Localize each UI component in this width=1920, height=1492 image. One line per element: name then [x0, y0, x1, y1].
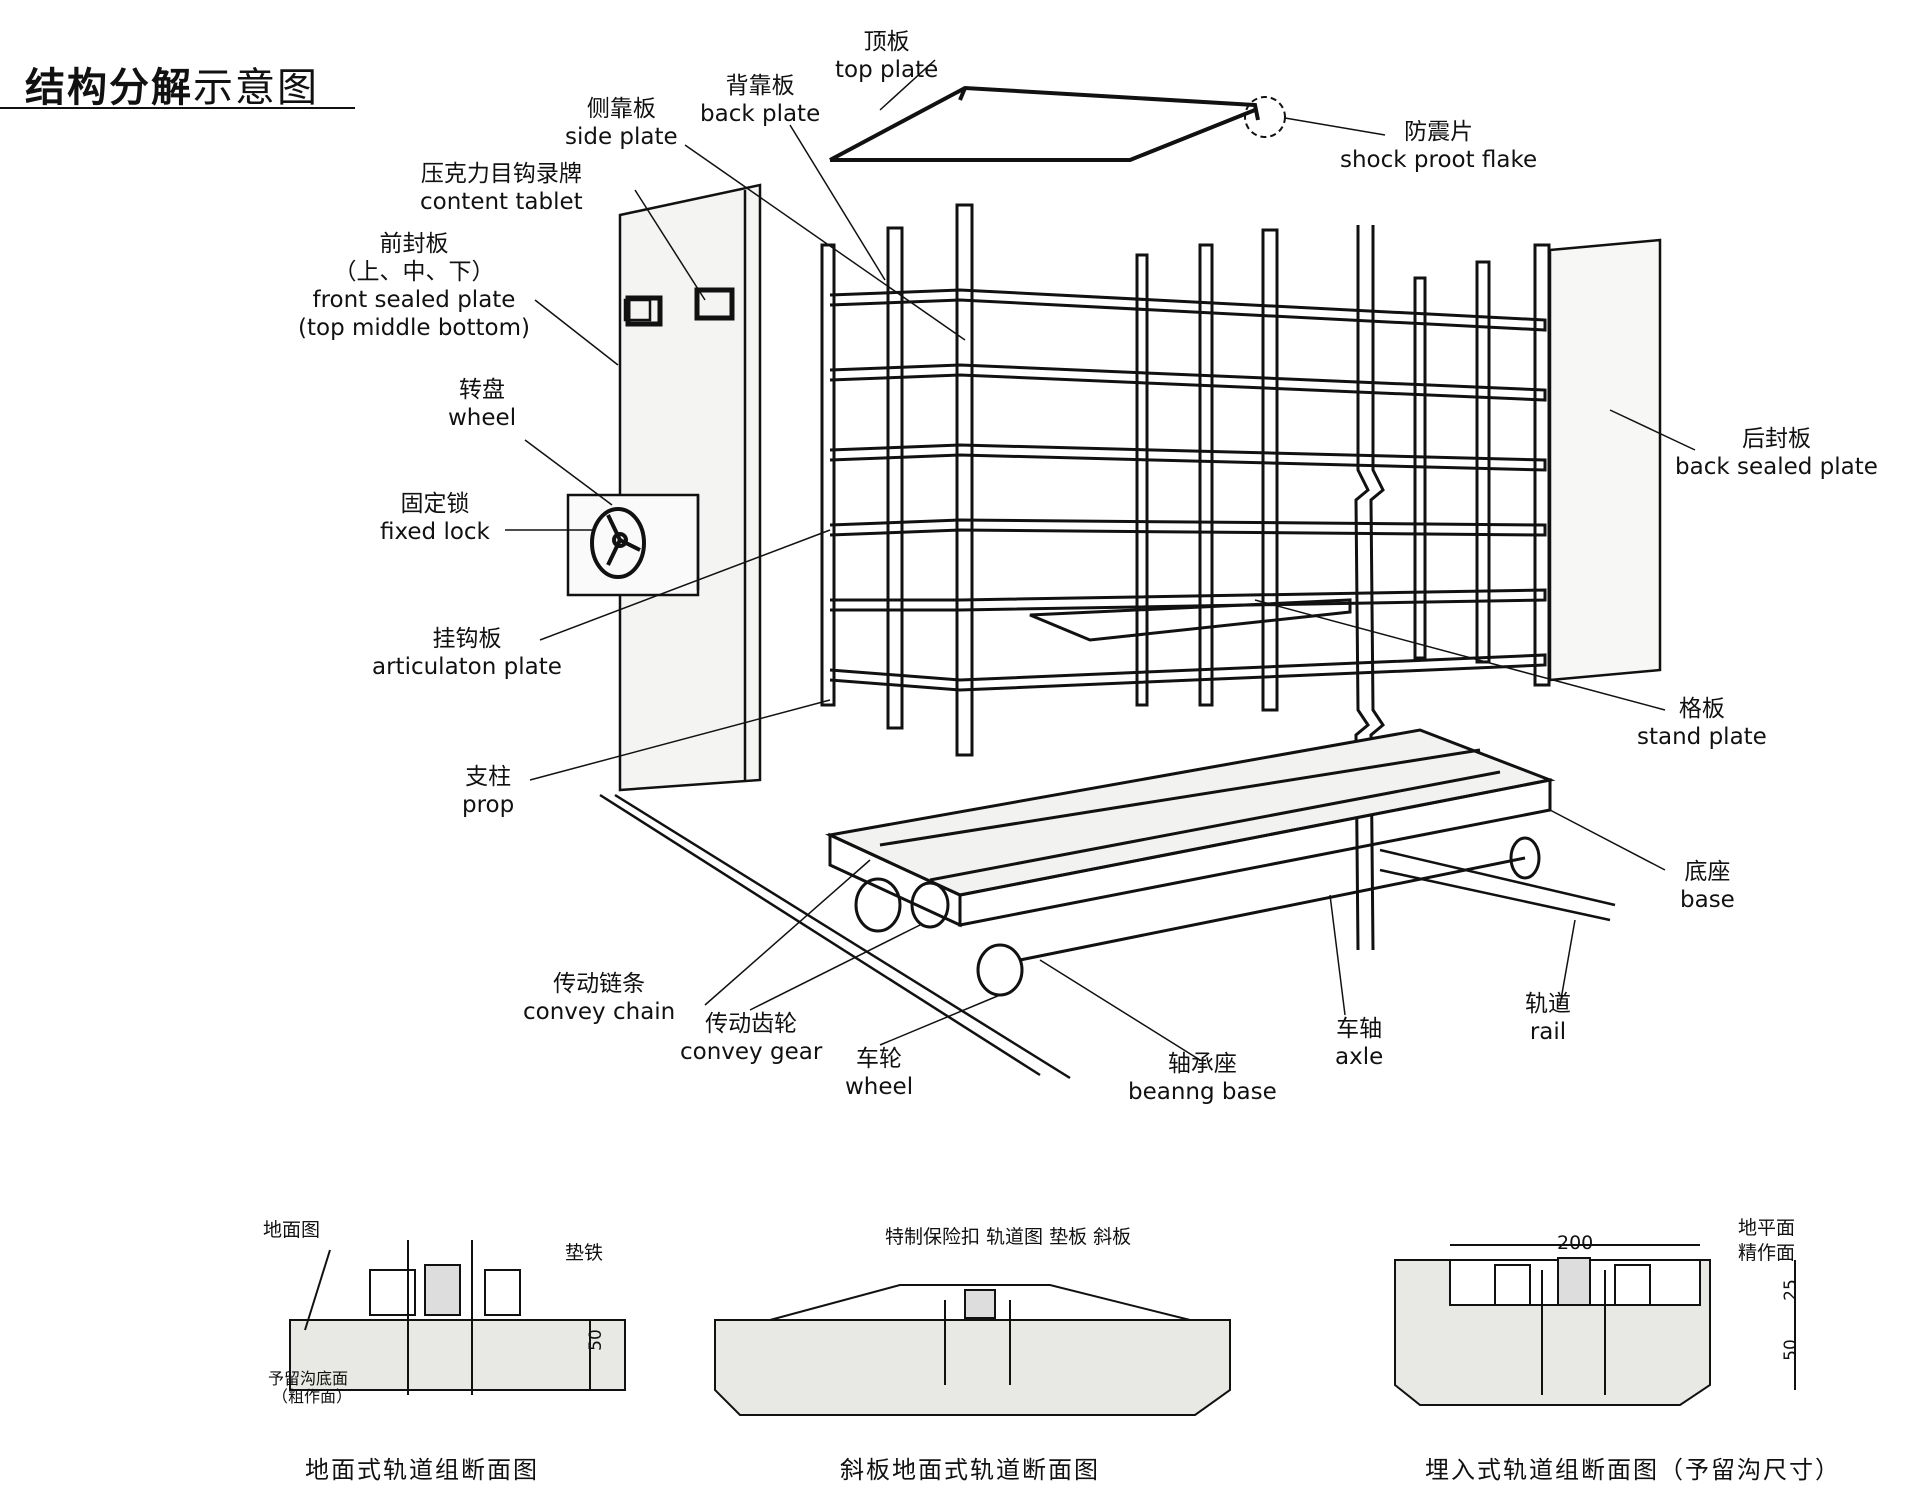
right-floor-label2: 精作面: [1738, 1242, 1796, 1264]
leader-lines: [505, 59, 1696, 1061]
left-trench-label: 予留沟底面: [268, 1369, 349, 1388]
shelves: [829, 288, 1547, 692]
front-sealed-panel: [566, 183, 762, 792]
handwheel-graphic: [590, 507, 646, 579]
left-section-caption: 地面式轨道组断面图: [305, 1456, 539, 1484]
right-dim1: 25: [1780, 1279, 1801, 1301]
right-dim2: 50: [1780, 1339, 1801, 1361]
right-section: [1394, 1244, 1796, 1406]
floor-rails: [599, 793, 1616, 1080]
back-sealed-plate: [1548, 238, 1662, 682]
middle-section: [714, 1284, 1231, 1416]
title-bold: 结构分解: [25, 65, 193, 111]
middle-top-label: 特制保险扣 轨道图 垫板 斜板: [885, 1226, 1132, 1248]
base-frame: [825, 728, 1556, 928]
left-trench-label2: （粗作面）: [272, 1387, 353, 1406]
wheel-graphics: [854, 836, 1541, 997]
right-floor-label: 地平面: [1738, 1217, 1796, 1239]
right-width-dim: 200: [1557, 1232, 1594, 1254]
diagram-title: 结构分解示意图: [25, 55, 319, 113]
right-section-caption: 埋入式轨道组断面图（予留沟尺寸）: [1425, 1456, 1841, 1484]
left-section: [289, 1240, 626, 1395]
break-post: [1354, 225, 1385, 951]
title-normal: 示意图: [193, 65, 319, 111]
label-front-sealed-plate: 前封板 （上、中、下） front sealed plate (top midd…: [298, 231, 530, 341]
top-plate-frame: [829, 85, 1260, 162]
title-underline: [0, 107, 355, 109]
uprights: [820, 203, 1551, 757]
middle-section-caption: 斜板地面式轨道断面图: [840, 1456, 1100, 1484]
left-shim-label: 垫铁: [565, 1242, 604, 1264]
left-ground-label: 地面图: [263, 1219, 321, 1241]
left-dim: 50: [585, 1329, 606, 1351]
